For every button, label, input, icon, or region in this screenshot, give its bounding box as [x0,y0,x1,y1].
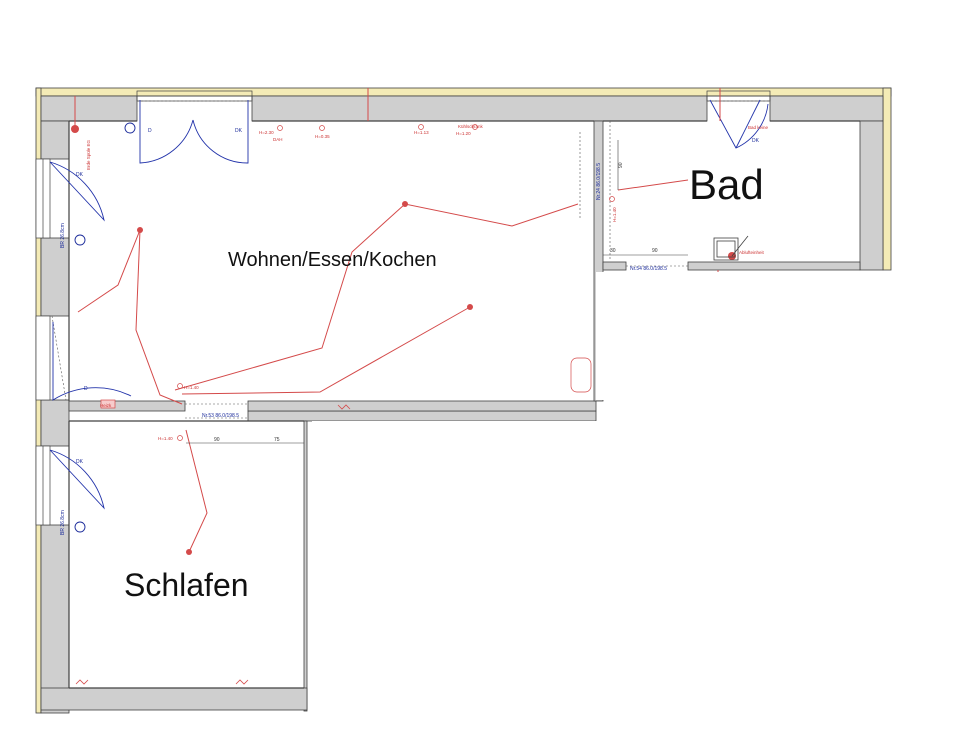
annot-bath-switch: H=1.40 [612,207,617,222]
annot-bed-switch: H=1.40 [158,436,173,441]
annot-fridge: Kühlschrank [458,124,484,129]
k-icon [74,521,86,533]
room-label-bath: Bad [689,161,764,208]
socket-symbols [100,124,615,441]
k-symbols [74,122,136,533]
annot-fridge-h: H=1.20 [456,131,471,136]
window-labels: BR 26.8cm BR 26.8cm [60,223,66,535]
dim-bath-w1: 30 [610,248,616,254]
room-label-living: Wohnen/Essen/Kochen [228,249,437,271]
dimension-lines [186,140,688,444]
door-marks: D DK DK D DK DK [76,128,760,465]
annot-bath-grab: Bad keine [748,125,769,130]
door-mark-dk-left2: DK [76,459,84,465]
k-icon [124,122,136,134]
annot-lintel-bath: Nr.24 86.0/198.5 [596,163,602,200]
annot-socket-h230: H=2.30 [259,130,274,135]
dimension-texts: 90 30 90 90 75 [214,162,658,443]
interior-lines [68,120,860,689]
dim-bed-w2: 75 [274,437,280,443]
annot-heater: Heizk [100,403,112,408]
window-label-2: BR 26.8cm [60,510,66,535]
door-mark-dk: DK [235,128,243,134]
annot-utility: Erde Spüle EG [86,139,91,170]
left-window-openings [35,158,51,526]
annot-socket-dah: DAH [273,137,283,142]
door-mark-d: D [148,128,152,134]
annot-bath-fan: Ablufteinheit [739,250,765,255]
doors [49,99,769,510]
dim-bath-height: 90 [618,162,624,168]
blank-region-2 [312,421,892,721]
annot-lintel-bed: Nr.53 86.0/198.5 [202,413,239,419]
window-label-1: BR 26.8cm [60,223,66,248]
k-icon [74,234,86,246]
radiator-marks [75,404,351,685]
annot-socket-h035: H=0.35 [315,134,330,139]
blank-region [596,272,894,400]
bath-fixture [713,235,749,261]
dim-bath-w2: 90 [652,248,658,254]
annot-socket-h113: H=1.13 [414,130,429,135]
electrical-annotations: Erde Spüle EG H=2.30 DAH H=0.35 H=1.13 K… [86,124,769,441]
room-label-bedroom: Schlafen [124,567,249,603]
door-mark-dk-bath: DK [752,138,760,144]
annot-living-switch: H=1.40 [184,385,199,390]
annot-lintel-bath2: Nr.54 86.0/198.5 [630,266,667,272]
dim-bed-w1: 90 [214,437,220,443]
walls [40,95,884,714]
wiring [74,88,721,553]
door-mark-dk-left: DK [76,172,84,178]
door-mark-d-left: D [84,386,88,392]
